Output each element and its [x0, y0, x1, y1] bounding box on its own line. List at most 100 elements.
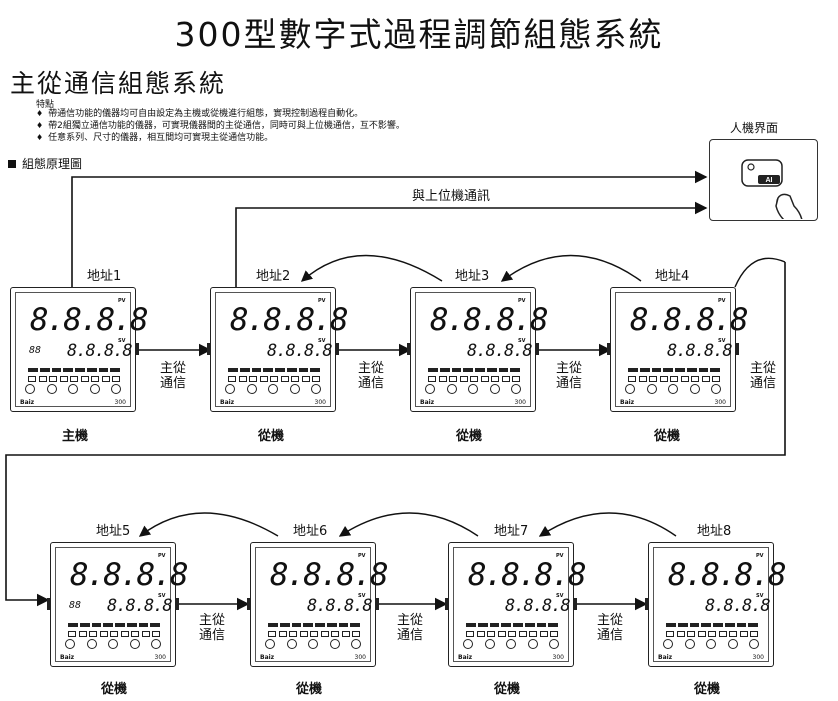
pv-display: 8.8.8.8 — [230, 302, 349, 338]
role-label: 從機 — [494, 682, 521, 697]
pv-tag: PV — [118, 298, 126, 304]
status-leds — [666, 623, 758, 627]
controller-device-3: 8.8.8.8 PV SV 8.8.8.8 Baiz 300 — [407, 287, 549, 412]
key-indicators — [268, 631, 360, 637]
upper-comm-label: 與上位機通訊 — [412, 189, 491, 204]
page-subtitle: 主從通信組態系統 — [10, 69, 227, 98]
status-leds — [628, 368, 720, 372]
address-label: 地址7 — [494, 524, 529, 539]
feature-item: 帶2組獨立通信功能的儀器，可實現儀器間的主從通信，同時可與上位機通信，互不影響。 — [36, 120, 405, 132]
pv-display: 8.8.8.8 — [430, 302, 549, 338]
pv-tag: PV — [718, 298, 726, 304]
sv-tag: SV — [158, 593, 166, 599]
pv-tag: PV — [756, 553, 764, 559]
controller-device-2: 8.8.8.8 PV SV 8.8.8.8 Baiz 300 — [207, 287, 349, 412]
address-label: 地址1 — [87, 269, 122, 284]
pv-tag: PV — [556, 553, 564, 559]
model-label: 300 — [514, 399, 526, 406]
sv-tag: SV — [718, 338, 726, 344]
pv-tag: PV — [158, 553, 166, 559]
role-label: 從機 — [654, 429, 681, 444]
role-label: 從機 — [101, 682, 128, 697]
master-slave-link-label: 主從通信 — [749, 361, 776, 391]
model-label: 300 — [114, 399, 126, 406]
sv-tag: SV — [556, 593, 564, 599]
sv-tag: SV — [358, 593, 366, 599]
master-slave-link-label: 主從通信 — [596, 613, 623, 643]
model-label: 300 — [714, 399, 726, 406]
hmi-chip-text: AI — [766, 177, 773, 184]
sv-tag: SV — [756, 593, 764, 599]
pv-tag: PV — [358, 553, 366, 559]
feature-item: 任意系列、尺寸的儀器，相互間均可實現主從通信功能。 — [36, 132, 405, 144]
address-label: 地址6 — [293, 524, 328, 539]
row-connector-line — [5, 262, 786, 607]
address-label: 地址4 — [655, 269, 690, 284]
status-leds — [466, 623, 558, 627]
sv-tag: SV — [318, 338, 326, 344]
section-title: 組態原理圖 — [22, 157, 83, 171]
role-label: 從機 — [456, 429, 483, 444]
return-arc — [500, 254, 642, 282]
return-arc — [300, 254, 443, 282]
sv-display: 8.8.8.8 — [467, 341, 533, 361]
brand-label: Baiz — [620, 399, 635, 406]
brand-label: Baiz — [220, 399, 235, 406]
status-leds — [28, 368, 120, 372]
brand-label: Baiz — [458, 654, 473, 661]
controller-device-4: 8.8.8.8 PV SV 8.8.8.8 Baiz 300 — [607, 287, 749, 412]
return-arc — [538, 512, 677, 537]
front-buttons — [463, 639, 559, 649]
pv-display: 8.8.8.8 — [270, 557, 389, 593]
pv-display: 8.8.8.8 — [30, 302, 149, 338]
indicator-display: 88 — [29, 345, 42, 356]
address-label: 地址5 — [96, 524, 131, 539]
status-leds — [68, 623, 160, 627]
role-label: 從機 — [296, 682, 323, 697]
pv-display: 8.8.8.8 — [668, 557, 787, 593]
key-indicators — [466, 631, 558, 637]
feature-item: 帶通信功能的儀器均可自由設定為主機或從機進行組態，實現控制過程自動化。 — [36, 108, 405, 120]
pv-display: 8.8.8.8 — [70, 557, 189, 593]
master-slave-link-label: 主從通信 — [555, 361, 582, 391]
sv-display: 8.8.8.8 — [505, 596, 571, 616]
sv-tag: SV — [118, 338, 126, 344]
pv-display: 8.8.8.8 — [630, 302, 749, 338]
features-heading: 特點 — [36, 100, 55, 110]
hmi-label: 人機界面 — [730, 121, 779, 135]
front-buttons — [663, 639, 759, 649]
model-label: 300 — [354, 654, 366, 661]
front-buttons — [625, 384, 721, 394]
master-slave-link-label: 主從通信 — [159, 361, 186, 391]
brand-label: Baiz — [60, 654, 75, 661]
features-list: 帶通信功能的儀器均可自由設定為主機或從機進行組態，實現控制過程自動化。 帶2組獨… — [36, 108, 405, 144]
slave2-to-hmi-line — [235, 201, 708, 287]
model-label: 300 — [314, 399, 326, 406]
brand-label: Baiz — [420, 399, 435, 406]
model-label: 300 — [552, 654, 564, 661]
hmi-panel: AI — [709, 139, 818, 221]
key-indicators — [666, 631, 758, 637]
master-slave-link-label: 主從通信 — [396, 613, 423, 643]
status-leds — [228, 368, 320, 372]
address-label: 地址8 — [697, 524, 732, 539]
front-buttons — [425, 384, 521, 394]
indicator-display: 88 — [69, 600, 82, 611]
front-buttons — [265, 639, 361, 649]
pv-tag: PV — [518, 298, 526, 304]
role-label: 主機 — [62, 429, 89, 444]
sv-display: 8.8.8.8 — [67, 341, 133, 361]
role-label: 從機 — [258, 429, 285, 444]
key-indicators — [428, 376, 520, 382]
master-slave-link-label: 主從通信 — [198, 613, 225, 643]
controller-device-7: 8.8.8.8 PV SV 8.8.8.8 Baiz 300 — [445, 542, 587, 667]
role-label: 從機 — [694, 682, 721, 697]
sv-display: 8.8.8.8 — [267, 341, 333, 361]
return-arc — [734, 257, 786, 288]
front-buttons — [25, 384, 121, 394]
controller-device-5: 8.8.8.8 PV 88 SV 8.8.8.8 Baiz 300 — [47, 542, 189, 667]
brand-label: Baiz — [260, 654, 275, 661]
touch-hand-icon: AI — [741, 159, 803, 221]
controller-device-1: 8.8.8.8 PV 88 SV 8.8.8.8 Baiz 300 — [10, 287, 149, 412]
